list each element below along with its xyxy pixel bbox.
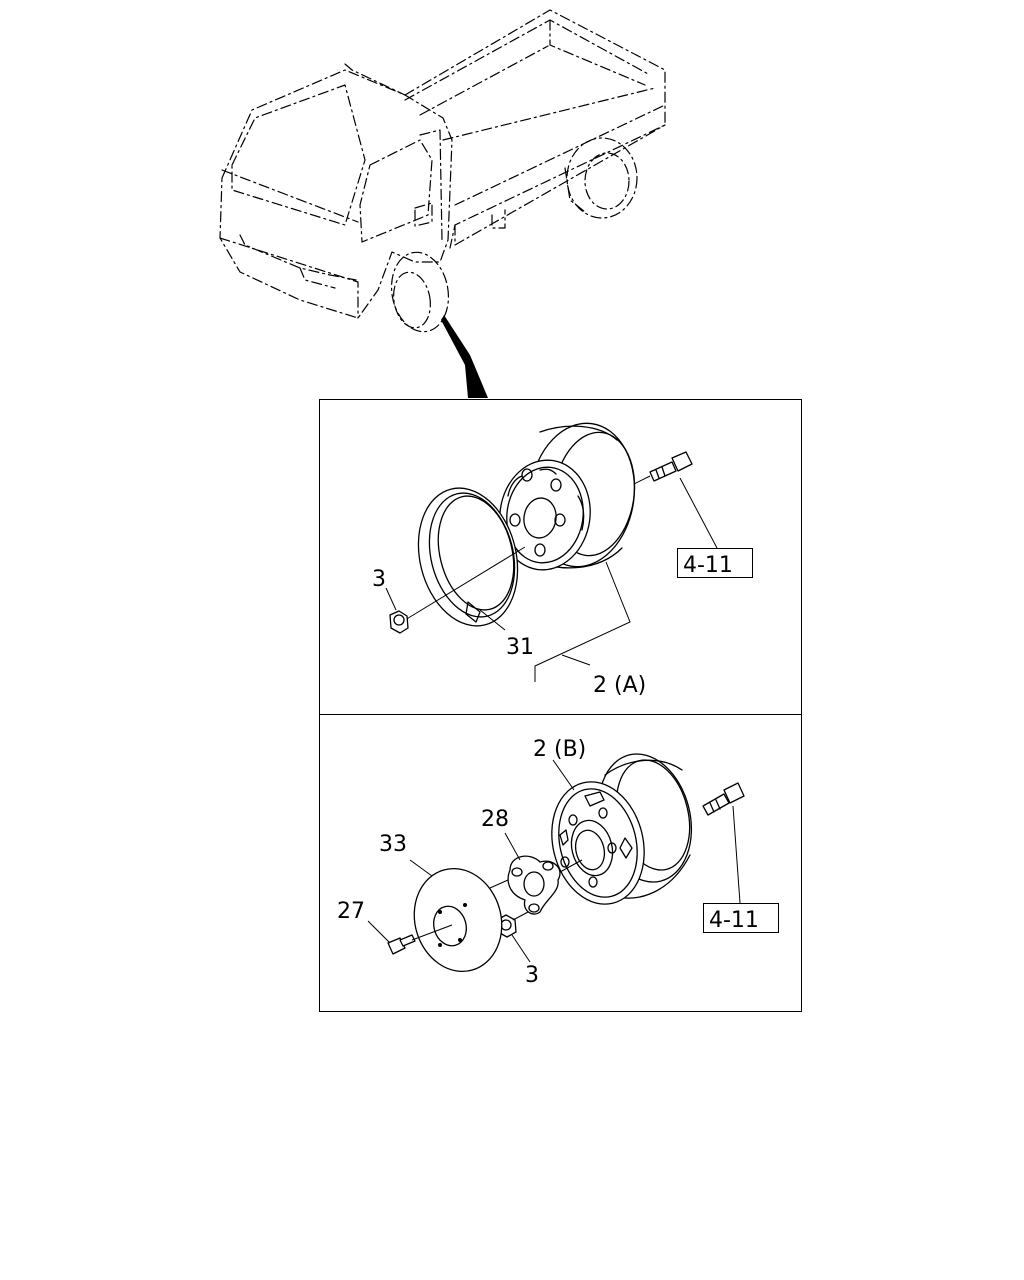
callout-3-bottom: 3 bbox=[525, 963, 539, 988]
ref-box-top bbox=[677, 548, 753, 578]
adapter-plate bbox=[507, 855, 561, 915]
pointer-arrow bbox=[441, 315, 488, 398]
ref-box-bottom bbox=[703, 903, 779, 933]
callout-28: 28 bbox=[481, 807, 509, 832]
small-bolt bbox=[387, 934, 416, 955]
callout-2a: 2 (A) bbox=[593, 673, 646, 698]
callout-27: 27 bbox=[337, 899, 365, 924]
ref-label-top: 4-11 bbox=[683, 553, 733, 578]
tire-ring bbox=[417, 487, 519, 627]
detail-frame-bottom bbox=[319, 714, 802, 1012]
leaders-top bbox=[385, 477, 718, 682]
callout-33: 33 bbox=[379, 832, 407, 857]
wheel-disc-assembly-a bbox=[499, 422, 636, 571]
callout-3-top: 3 bbox=[372, 567, 386, 592]
truck-outline bbox=[219, 9, 666, 333]
brake-disc bbox=[413, 867, 503, 973]
ref-label-bottom: 4-11 bbox=[709, 908, 759, 933]
wheel-disc-assembly-b bbox=[551, 753, 693, 905]
leaders-bottom bbox=[367, 759, 741, 963]
hub-bolt-bottom bbox=[702, 782, 745, 816]
wheel-nut-top bbox=[389, 610, 409, 634]
callout-2b: 2 (B) bbox=[533, 737, 586, 762]
hub-bolt-top bbox=[633, 451, 693, 485]
callout-31: 31 bbox=[506, 635, 534, 660]
